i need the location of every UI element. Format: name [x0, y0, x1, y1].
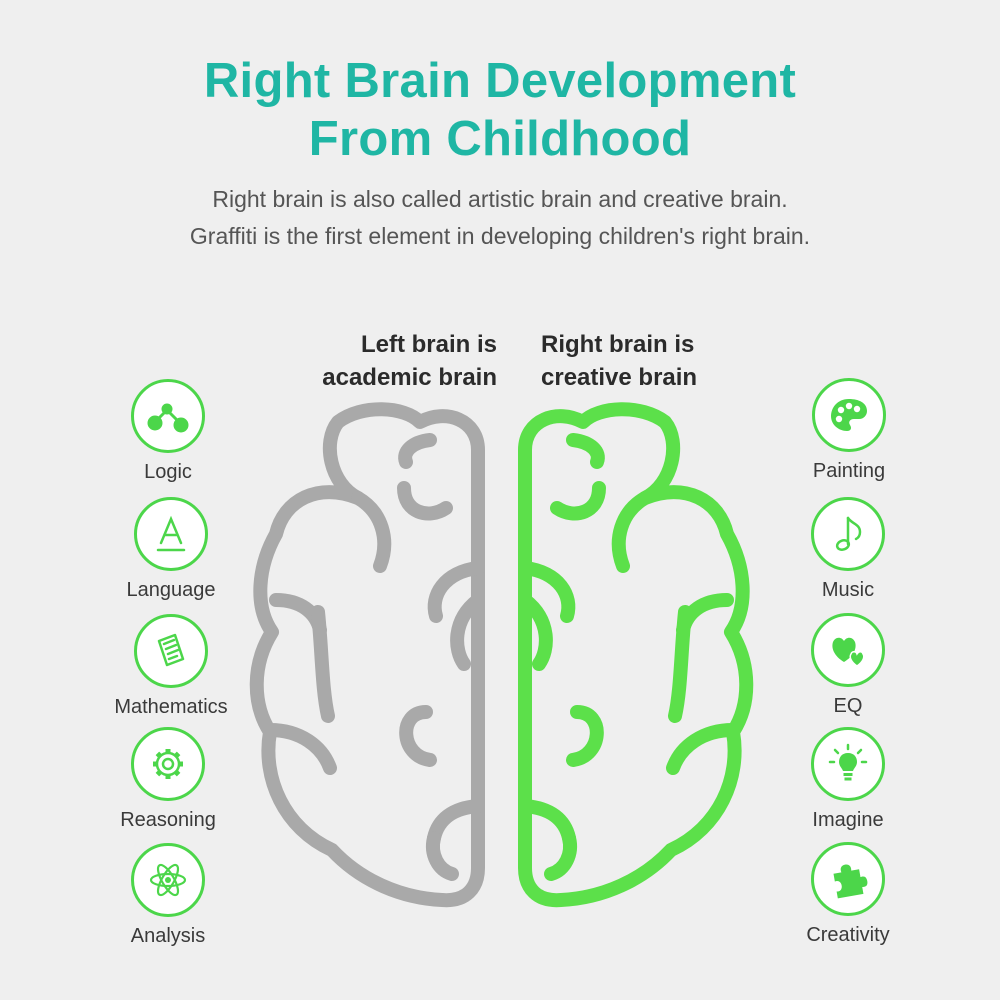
feature-music: Music: [768, 497, 928, 602]
page-title: Right Brain Development From Childhood: [0, 52, 1000, 168]
feature-reasoning: Reasoning: [88, 727, 248, 832]
feature-label-reasoning: Reasoning: [120, 809, 216, 831]
subtitle-line-2: Graffiti is the first element in develop…: [189, 223, 811, 249]
feature-logic: Logic: [88, 379, 248, 484]
palette-icon: [831, 399, 867, 431]
feature-label-creativity: Creativity: [806, 924, 890, 946]
lightbulb-icon: [828, 743, 868, 781]
left-brain-heading-line-1: Left brain is: [360, 331, 497, 358]
puzzle-piece-icon: [833, 864, 868, 899]
feature-label-language: Language: [126, 579, 216, 601]
feature-label-music: Music: [821, 579, 875, 601]
feature-label-analysis: Analysis: [130, 925, 206, 947]
gear-icon: [153, 749, 183, 779]
imagine-icon-circle: [811, 727, 885, 801]
logic-icon-circle: [131, 379, 205, 453]
feature-language: Language: [91, 497, 251, 602]
feature-analysis: Analysis: [88, 843, 248, 948]
document-icon: [157, 633, 185, 667]
music-icon-circle: [811, 497, 885, 571]
feature-painting: Painting: [769, 378, 929, 483]
painting-icon-circle: [812, 378, 886, 452]
feature-creativity: Creativity: [768, 842, 928, 947]
feature-label-mathematics: Mathematics: [114, 696, 228, 718]
feature-label-imagine: Imagine: [812, 809, 884, 831]
feature-mathematics: Mathematics: [91, 614, 251, 719]
letter-a-icon: [156, 515, 186, 552]
language-icon-circle: [134, 497, 208, 571]
title-line-1: Right Brain Development: [203, 54, 797, 108]
subtitle: Right brain is also called artistic brai…: [0, 181, 1000, 255]
feature-eq: EQ: [768, 613, 928, 718]
feature-label-painting: Painting: [812, 460, 886, 482]
reasoning-icon-circle: [131, 727, 205, 801]
left-brain-outline: [249, 402, 485, 908]
subtitle-line-1: Right brain is also called artistic brai…: [212, 186, 788, 212]
hearts-icon: [832, 637, 865, 667]
title-line-2: From Childhood: [308, 112, 692, 166]
feature-label-logic: Logic: [144, 461, 192, 483]
right-brain-heading: Right brain is creative brain: [541, 328, 801, 394]
left-brain-heading: Left brain is academic brain: [237, 328, 497, 394]
creativity-icon-circle: [811, 842, 885, 916]
right-brain-heading-line-1: Right brain is: [541, 331, 695, 358]
atom-icon: [149, 863, 187, 897]
right-brain-heading-line-2: creative brain: [541, 364, 698, 391]
right-brain-outline: [518, 402, 754, 908]
analysis-icon-circle: [131, 843, 205, 917]
feature-label-eq: EQ: [833, 695, 863, 717]
molecule-icon: [147, 403, 189, 433]
left-brain-heading-line-2: academic brain: [322, 364, 497, 391]
music-note-icon: [835, 516, 862, 551]
feature-imagine: Imagine: [768, 727, 928, 832]
eq-icon-circle: [811, 613, 885, 687]
mathematics-icon-circle: [134, 614, 208, 688]
